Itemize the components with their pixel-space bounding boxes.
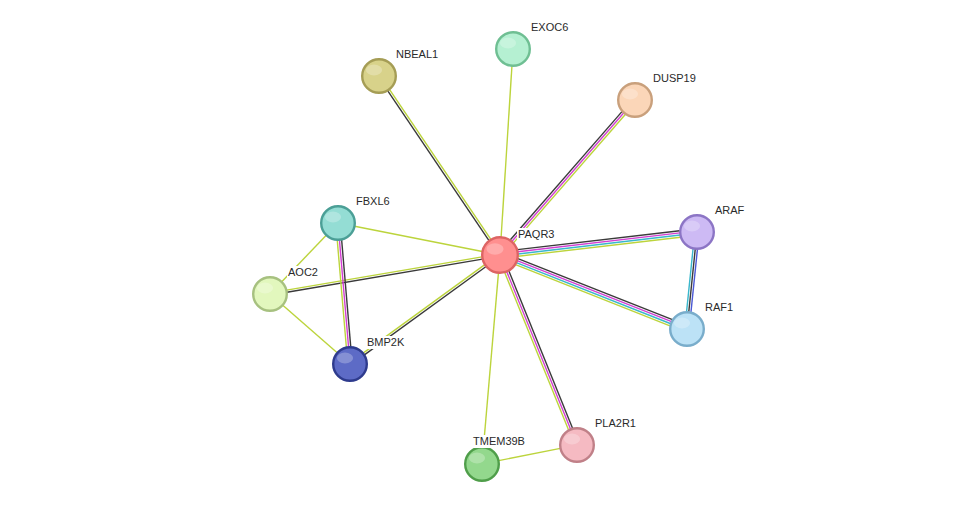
circle-shape	[618, 83, 652, 117]
protein-node: NBEAL1	[361, 58, 397, 94]
node-circle	[481, 236, 519, 274]
node-circle	[669, 311, 705, 347]
node-label: BMP2K	[366, 336, 405, 349]
node-circle	[617, 82, 653, 118]
circle-shape	[560, 428, 594, 462]
evidence-line	[517, 261, 671, 322]
circle-gloss	[257, 283, 273, 294]
interaction-edge	[687, 249, 698, 313]
circle-gloss	[469, 453, 485, 464]
interaction-edge	[282, 235, 326, 281]
evidence-line	[342, 240, 351, 347]
evidence-line	[518, 259, 672, 320]
evidence-line	[501, 66, 512, 237]
node-label: AOC2	[287, 266, 319, 279]
node-label: EXOC6	[530, 21, 569, 34]
protein-node: PAQR3	[481, 236, 519, 274]
interaction-edge	[337, 240, 351, 347]
circle-gloss	[486, 243, 503, 254]
protein-node: RAF1	[669, 311, 705, 347]
node-label: FBXL6	[355, 195, 391, 208]
circle-gloss	[674, 318, 690, 329]
circle-gloss	[325, 212, 341, 223]
circle-shape	[680, 215, 714, 249]
protein-node: EXOC6	[495, 31, 531, 67]
circle-shape	[362, 59, 396, 93]
node-circle	[332, 346, 368, 382]
evidence-line	[287, 257, 482, 290]
circle-shape	[670, 312, 704, 346]
node-circle	[361, 58, 397, 94]
node-label: TMEM39B	[472, 435, 526, 448]
evidence-line	[337, 240, 346, 347]
evidence-line	[388, 91, 489, 241]
circle-gloss	[684, 221, 700, 232]
evidence-line	[512, 113, 624, 242]
interaction-edge	[283, 305, 337, 353]
protein-node: FBXL6	[320, 205, 356, 241]
circle-gloss	[622, 89, 638, 100]
node-label: NBEAL1	[395, 48, 439, 61]
interaction-edge	[505, 271, 573, 430]
protein-node: BMP2K	[332, 346, 368, 382]
circle-gloss	[564, 434, 580, 445]
evidence-line	[364, 266, 486, 354]
node-label: ARAF	[714, 204, 745, 217]
circle-shape	[321, 206, 355, 240]
evidence-line	[499, 448, 561, 460]
node-label: RAF1	[704, 301, 734, 314]
evidence-line	[355, 226, 483, 251]
circle-gloss	[366, 65, 382, 76]
interaction-edge	[483, 273, 498, 447]
circle-gloss	[337, 353, 353, 364]
node-label: PLA2R1	[594, 417, 637, 430]
node-circle	[252, 276, 288, 312]
interaction-edge	[499, 448, 561, 460]
evidence-line	[513, 114, 625, 243]
circle-shape	[333, 347, 367, 381]
evidence-line	[339, 240, 348, 347]
evidence-line	[516, 263, 670, 324]
node-label: PAQR3	[517, 228, 555, 241]
node-circle	[320, 205, 356, 241]
interaction-edge	[363, 265, 486, 355]
node-circle	[679, 214, 715, 250]
evidence-line	[363, 265, 485, 353]
circle-shape	[253, 277, 287, 311]
circle-gloss	[500, 38, 516, 49]
node-label: DUSP19	[652, 72, 697, 85]
evidence-line	[283, 305, 337, 353]
evidence-line	[282, 235, 326, 281]
evidence-line	[505, 273, 569, 431]
evidence-line	[516, 265, 670, 326]
protein-node: TMEM39B	[464, 446, 500, 482]
evidence-line	[509, 271, 573, 429]
interaction-edge	[510, 111, 625, 242]
interaction-edge	[355, 226, 483, 251]
protein-node: ARAF	[679, 214, 715, 250]
protein-node: DUSP19	[617, 82, 653, 118]
interaction-edge	[388, 89, 491, 240]
interaction-edge	[516, 259, 673, 326]
evidence-line	[483, 273, 498, 447]
node-circle	[495, 31, 531, 67]
circle-shape	[482, 237, 518, 273]
evidence-line	[507, 272, 571, 430]
node-circle	[464, 446, 500, 482]
node-circle	[559, 427, 595, 463]
protein-node: PLA2R1	[559, 427, 595, 463]
evidence-line	[389, 89, 490, 239]
protein-node: AOC2	[252, 276, 288, 312]
evidence-line	[687, 249, 694, 312]
circle-shape	[465, 447, 499, 481]
evidence-line	[510, 111, 622, 240]
interaction-edge	[501, 66, 512, 237]
circle-shape	[496, 32, 530, 66]
